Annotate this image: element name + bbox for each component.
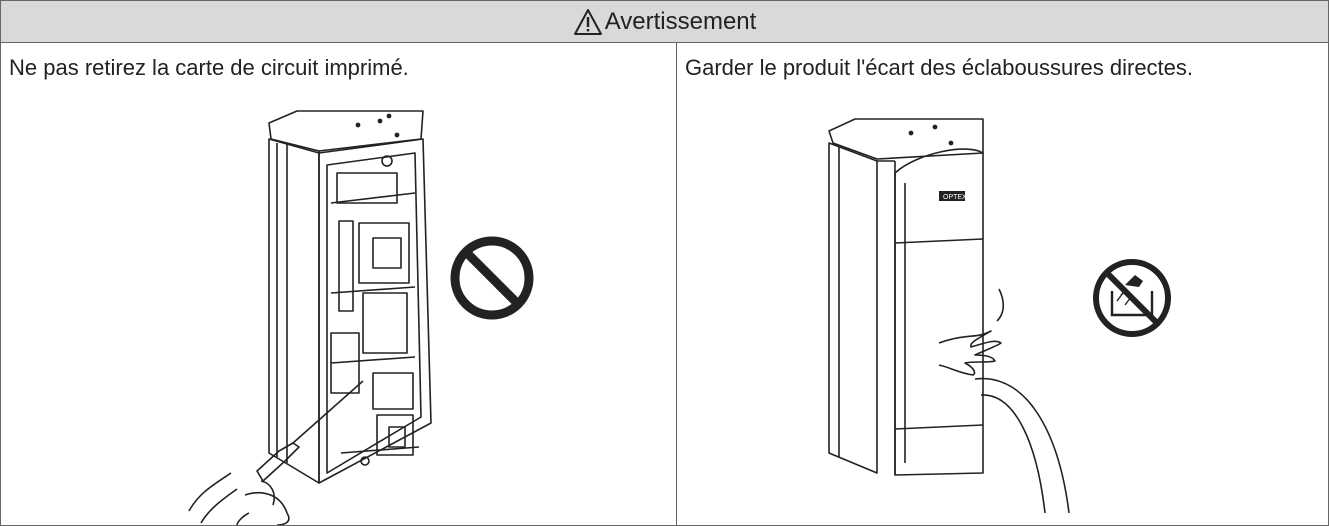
no-entry-icon — [450, 236, 534, 320]
no-water-splash-icon — [1093, 259, 1171, 337]
cell-avoid-splash: Garder le produit l'écart des éclaboussu… — [677, 43, 1328, 525]
cell-text-remove-pcb: Ne pas retirez la carte de circuit impri… — [9, 55, 409, 80]
cell-text-avoid-splash: Garder le produit l'écart des éclaboussu… — [685, 55, 1194, 80]
brand-label: OPTEX — [943, 194, 967, 201]
splash-warning-illustration: OPTEX — [828, 118, 1171, 514]
warning-header: Avertissement — [1, 1, 1328, 43]
warning-triangle-icon — [573, 8, 602, 35]
cell-remove-pcb: Ne pas retirez la carte de circuit impri… — [1, 43, 677, 525]
pcb-removal-illustration — [188, 110, 534, 525]
warning-title: Avertissement — [604, 7, 757, 35]
